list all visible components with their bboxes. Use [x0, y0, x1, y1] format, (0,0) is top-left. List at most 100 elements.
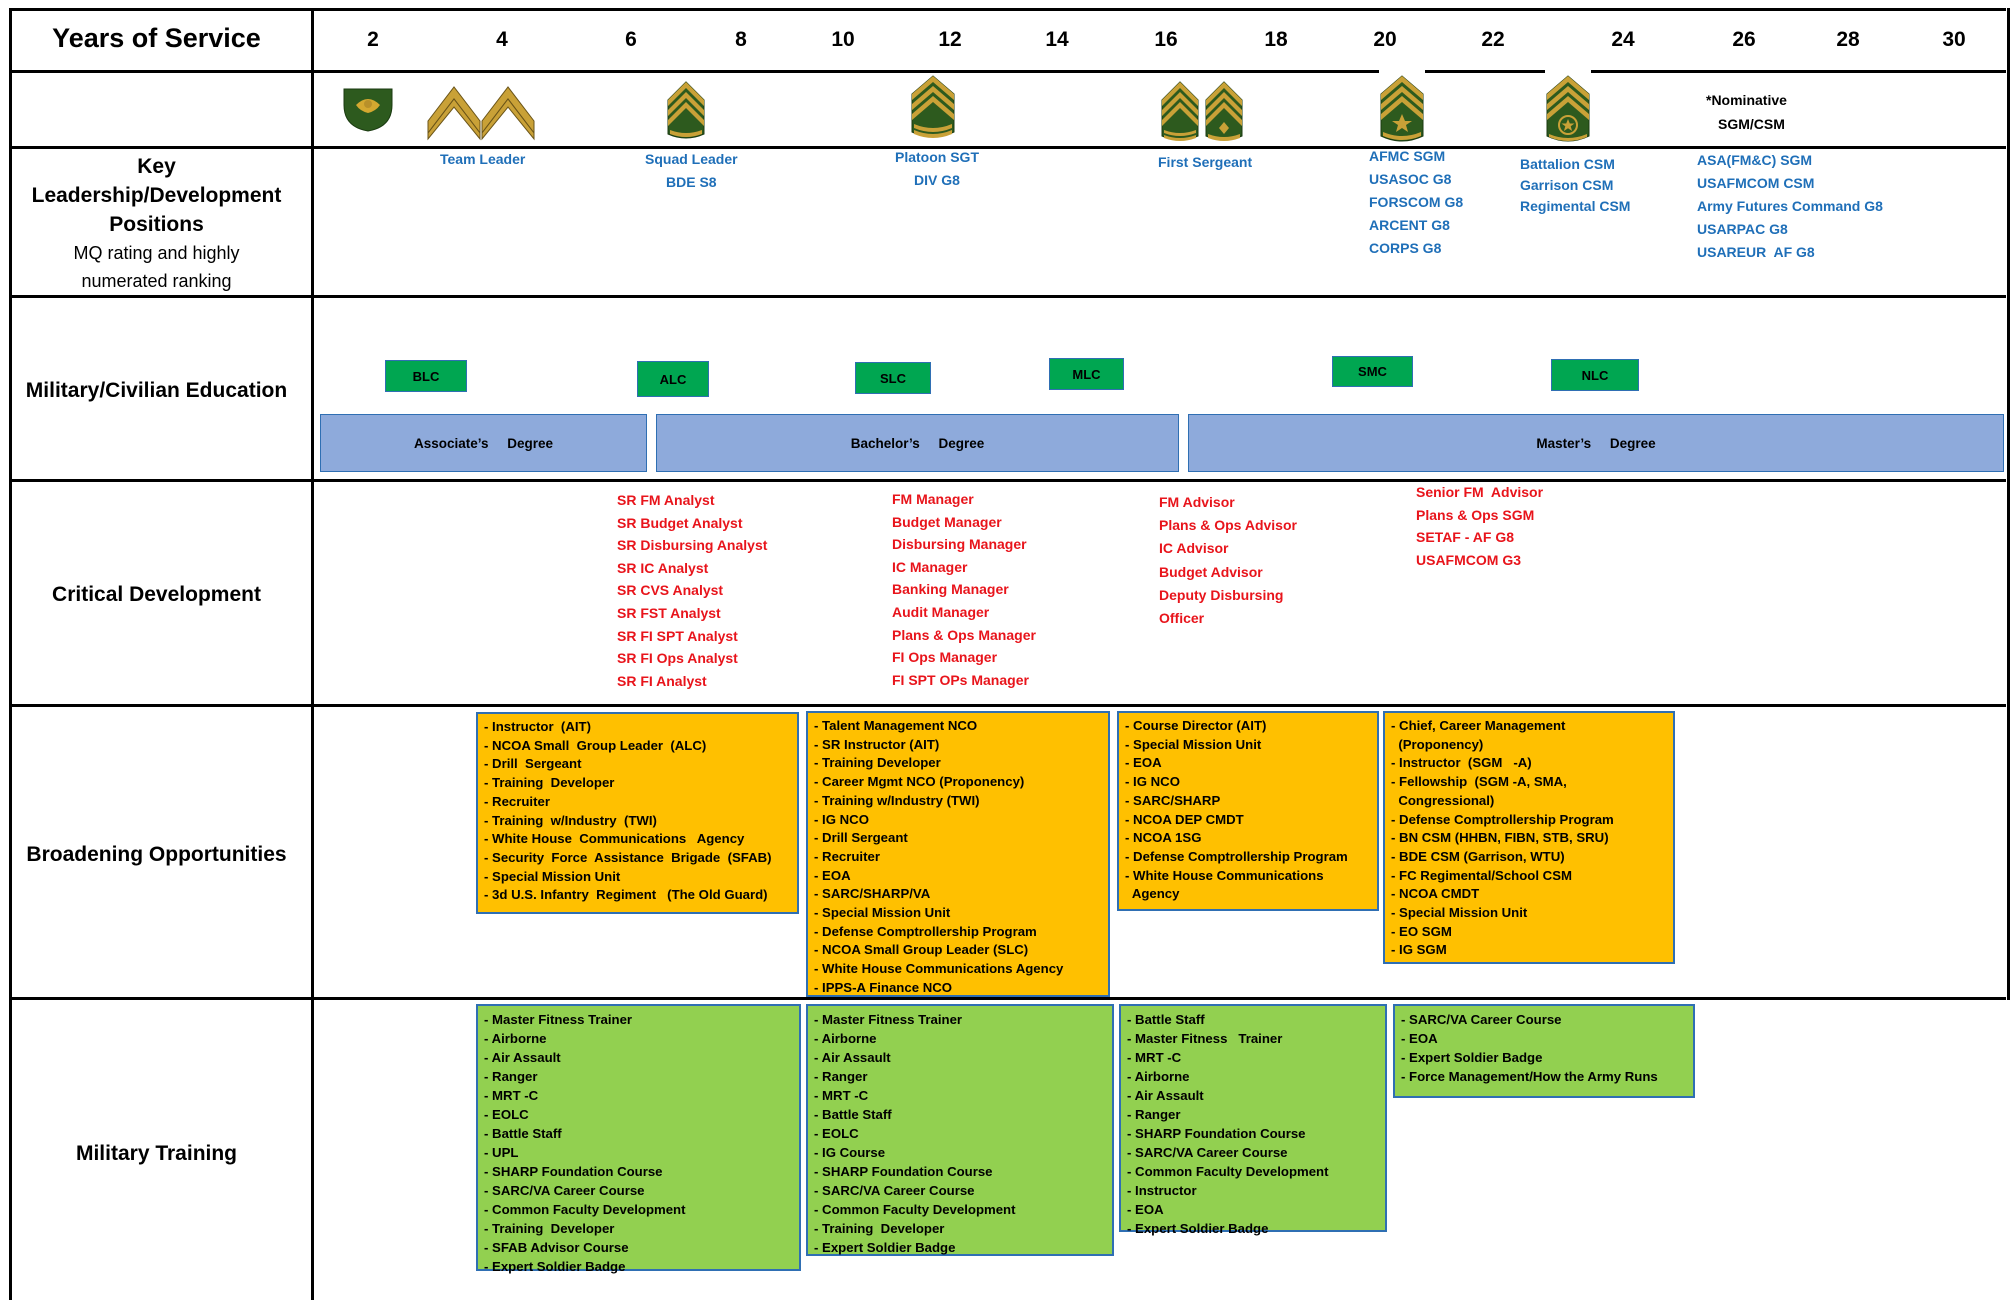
course-blc: BLC [385, 360, 467, 392]
list-item: - SHARP Foundation Course [484, 1164, 663, 1179]
list-item: IC Manager [892, 558, 968, 575]
list-item: - Training Developer [814, 1221, 945, 1236]
list-item: - Airborne [814, 1031, 877, 1046]
list-item: - SFAB Advisor Course [484, 1240, 629, 1255]
list-item: - SARC/VA Career Course [484, 1183, 645, 1198]
list-item: Senior FM Advisor [1416, 484, 1544, 500]
list-item: - Instructor [1127, 1183, 1197, 1198]
list-item: - Common Faculty Development [814, 1202, 1016, 1217]
list-item: Agency [1125, 886, 1180, 902]
leadership-label-line2: Leadership/Development [31, 184, 282, 207]
list-item: - Battle Staff [484, 1126, 562, 1141]
course-alc: ALC [637, 361, 709, 397]
grid-line-leadership [10, 295, 2006, 298]
list-item: - EOLC [484, 1107, 529, 1122]
list-item: - Airborne [1127, 1069, 1190, 1084]
list-item: - SR Instructor (AIT) [814, 736, 940, 752]
list-item: - EOLC [814, 1126, 859, 1141]
list-item: - Expert Soldier Badge [1401, 1050, 1543, 1065]
training-row-label: Military Training [75, 1142, 238, 1165]
list-item: - Training Developer [484, 775, 615, 791]
list-item: FM Advisor [1159, 494, 1235, 510]
list-item: - Battle Staff [814, 1107, 892, 1122]
list-item: - Expert Soldier Badge [1127, 1221, 1269, 1236]
list-item: Budget Manager [892, 513, 1002, 530]
list-item: - White House Communications Agency [484, 831, 745, 847]
year-column-header: 20 [1373, 28, 1397, 51]
grid-right-edge [2007, 8, 2010, 1000]
list-item: - Course Director (AIT) [1125, 718, 1267, 733]
list-item: - SARC/VA Career Course [1127, 1145, 1288, 1160]
staff-sergeant-rank-icon [667, 81, 705, 139]
training-box-mid: - Master Fitness Trainer- Airborne- Air … [806, 1004, 1114, 1256]
list-item: - Airborne [484, 1031, 547, 1046]
list-item: - Expert Soldier Badge [814, 1240, 956, 1255]
leadership-col-team-leader: Team Leader [440, 148, 525, 171]
broadening-row-label: Broadening Opportunities [26, 843, 287, 866]
list-item: - Training Developer [484, 1221, 615, 1236]
list-item: - Special Mission Unit [1391, 905, 1528, 921]
years-of-service-label: Years of Service [52, 23, 261, 53]
list-item: Team Leader [440, 151, 526, 167]
list-item: - IG NCO [814, 811, 869, 827]
list-item: - Expert Soldier Badge [484, 1259, 626, 1274]
list-item: - Battle Staff [1127, 1012, 1205, 1027]
list-item: FORSCOM G8 [1369, 194, 1464, 210]
course-nlc: NLC [1551, 359, 1639, 391]
course-slc: SLC [855, 362, 931, 394]
list-item: - Fellowship (SGM -A, SMA, [1391, 774, 1567, 790]
critical-row-label: Critical Development [52, 583, 261, 606]
list-item: - Common Faculty Development [484, 1202, 686, 1217]
first-sergeant-rank-icon [1205, 81, 1243, 141]
list-item: - Ranger [1127, 1107, 1181, 1122]
grid-line-insignia [10, 146, 2006, 149]
list-item: DIV G8 [914, 172, 960, 188]
list-item: Platoon SGT [895, 149, 979, 165]
list-item: USAREUR AF G8 [1697, 244, 1815, 260]
list-item: - EOA [1401, 1031, 1438, 1046]
list-item: CORPS G8 [1369, 240, 1442, 256]
list-item: SR Budget Analyst [617, 514, 743, 531]
year-column-header: 12 [938, 28, 962, 51]
list-item: ASA(FM&C) SGM [1697, 152, 1813, 168]
grid-label-divider [311, 8, 314, 1300]
list-item: - Air Assault [484, 1050, 561, 1065]
grid-top-line [10, 8, 2006, 11]
list-item: - Common Faculty Development [1127, 1164, 1329, 1179]
list-item: SR FM Analyst [617, 492, 715, 508]
training-box-sgm: - SARC/VA Career Course- EOA- Expert Sol… [1393, 1004, 1695, 1098]
year-column-header: 30 [1942, 28, 1966, 51]
list-item: - IG SGM [1391, 942, 1447, 958]
list-item: - Defense Comptrollership Program [814, 923, 1037, 939]
list-item: - MRT -C [1127, 1050, 1182, 1065]
list-item: - IG Course [814, 1145, 886, 1160]
list-item: - Drill Sergeant [484, 756, 582, 772]
year-column-header: 18 [1264, 28, 1288, 51]
list-item: AFMC SGM [1369, 148, 1446, 164]
list-item: Garrison CSM [1520, 177, 1614, 193]
year-column-header: 24 [1611, 28, 1635, 51]
list-item: IC Advisor [1159, 540, 1229, 557]
list-item: - Master Fitness Trainer [814, 1012, 963, 1027]
list-item: - SHARP Foundation Course [1127, 1126, 1306, 1141]
year-column-header: 4 [496, 28, 508, 51]
degree-bar: Master’s Degree [1188, 414, 2004, 472]
list-item: - Ranger [814, 1069, 868, 1084]
list-item: SR CVS Analyst [617, 582, 724, 599]
list-item: - NCOA Small Group Leader (SLC) [814, 942, 1029, 958]
grid-left-edge [9, 8, 12, 1300]
broadening-box-mid: - Talent Management NCO- SR Instructor (… [806, 711, 1110, 997]
list-item: - MRT -C [814, 1088, 869, 1103]
list-item: - Air Assault [1127, 1088, 1204, 1103]
sergeant-rank-icon [427, 86, 535, 141]
list-item: - Recruiter [484, 793, 550, 809]
list-item: USARPAC G8 [1697, 221, 1788, 237]
list-item: - NCOA DEP CMDT [1125, 811, 1244, 827]
list-item: - Special Mission Unit [1125, 736, 1262, 752]
list-item: - Training Developer [814, 755, 941, 771]
list-item: (Proponency) [1391, 736, 1484, 752]
list-item: - MRT -C [484, 1088, 539, 1103]
list-item: - Training w/Industry (TWI) [814, 792, 980, 808]
